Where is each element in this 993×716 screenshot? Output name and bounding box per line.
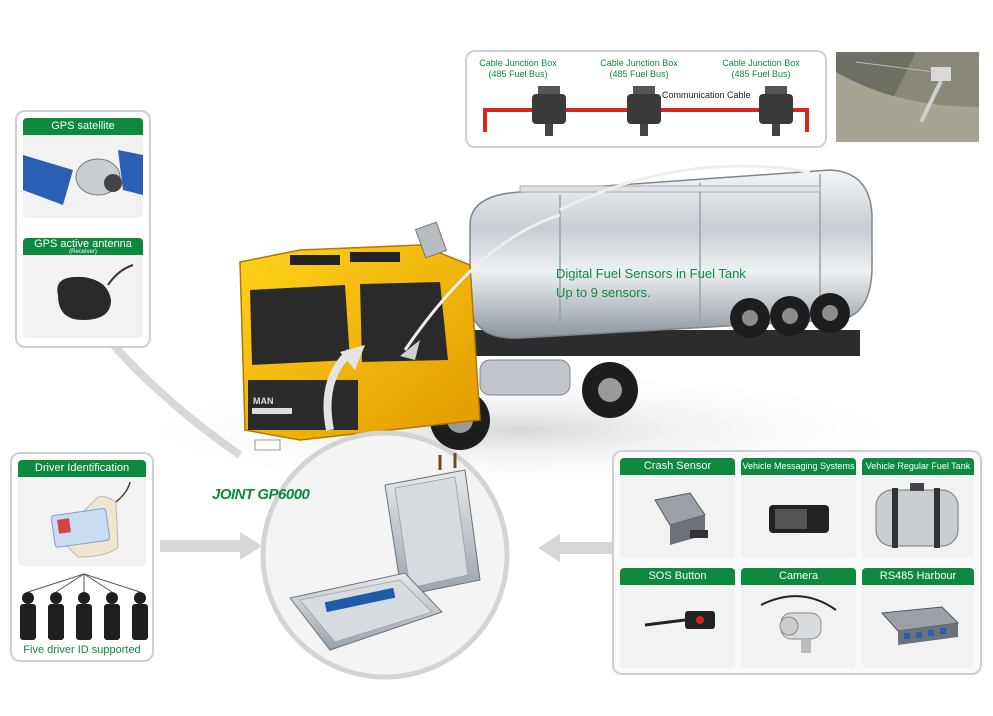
driver-id-cell: Driver Identification — [18, 460, 146, 566]
gp6000-device — [289, 453, 481, 651]
accessory-label-rs485-harbour: RS485 Harbour — [862, 568, 974, 585]
driver-identification-label: Driver Identification — [18, 460, 146, 477]
accessory-label-camera: Camera — [741, 568, 856, 585]
driver-person-icon-2 — [48, 592, 64, 640]
gps-panel: GPS satellite GPS active antenna (Receiv… — [15, 110, 151, 348]
fuel-sensor-text: Digital Fuel Sensors in Fuel Tank Up to … — [556, 264, 746, 302]
driver-person-icon-4 — [104, 592, 120, 640]
junction-box-icon-1 — [532, 86, 566, 136]
junction-box-icon-3 — [759, 86, 793, 136]
driver-icons — [20, 573, 148, 640]
accessory-vehicle-messaging: Vehicle Messaging Systems — [741, 458, 856, 558]
gps-antenna-sub: (Receiver) — [69, 249, 97, 255]
fuel-tank — [469, 169, 873, 339]
cable-diagram — [483, 86, 809, 136]
junction-box-label-3: Cable Junction Box (485 Fuel Bus) — [722, 58, 800, 79]
accessory-label-vehicle-messaging: Vehicle Messaging Systems — [741, 458, 856, 475]
fuel-tank-icon — [875, 483, 959, 548]
junction-box-icon-2 — [627, 86, 661, 136]
driver-identification-panel: Driver Identification Five driver ID sup… — [10, 452, 154, 662]
accessory-camera: Camera — [741, 568, 856, 668]
fuel-sensor-line-1: Digital Fuel Sensors in Fuel Tank — [556, 266, 746, 281]
gps-antenna-label: GPS active antenna — [34, 238, 132, 250]
in-tank-sensor-photo — [836, 52, 979, 142]
camera-icon — [760, 595, 837, 653]
accessory-fuel-tank: Vehicle Regular Fuel Tank — [862, 458, 974, 558]
messaging-terminal-icon — [769, 505, 829, 533]
truck-badge: MAN — [253, 396, 274, 406]
sos-button-icon — [644, 611, 715, 629]
accessory-label-sos-button: SOS Button — [620, 568, 735, 585]
rs485-harbour-icon — [880, 606, 960, 645]
driver-person-icon-3 — [76, 592, 92, 640]
arrow-tank-loop — [559, 164, 811, 212]
junction-box-label-1: Cable Junction Box (485 Fuel Bus) — [479, 58, 557, 79]
accessory-label-fuel-tank: Vehicle Regular Fuel Tank — [862, 458, 974, 475]
gps-satellite-cell: GPS satellite — [23, 118, 143, 218]
antenna-icon — [57, 264, 134, 320]
arrow-to-sensor — [403, 213, 561, 351]
truck: MAN — [239, 169, 873, 451]
satellite-icon — [23, 150, 143, 205]
arrow-to-cab — [323, 349, 353, 431]
junction-box-label-2: Cable Junction Box (485 Fuel Bus) — [600, 58, 678, 79]
gps-satellite-label: GPS satellite — [23, 118, 143, 135]
cable-junction-panel: Cable Junction Box (485 Fuel Bus) Cable … — [465, 50, 827, 148]
communication-cable-label: Communication Cable — [662, 90, 751, 100]
fuel-sensor-line-2: Up to 9 sensors. — [556, 285, 651, 300]
driver-person-icon-1 — [20, 592, 36, 640]
accessory-label-crash-sensor: Crash Sensor — [620, 458, 735, 475]
gps-antenna-cell: GPS active antenna (Receiver) — [23, 238, 143, 338]
device-label: JOINT GP6000 — [212, 486, 310, 503]
crash-sensor-icon — [654, 492, 708, 545]
accessories-panel: Crash Sensor Vehicle Messaging Systems V… — [612, 450, 982, 675]
arrow-driver-to-device — [160, 532, 262, 560]
accessory-sos-button: SOS Button — [620, 568, 735, 668]
driver-person-icon-5 — [132, 592, 148, 640]
accessory-crash-sensor: Crash Sensor — [620, 458, 735, 558]
id-reader-icon — [50, 481, 131, 558]
five-driver-label: Five driver ID supported — [23, 644, 141, 656]
arrow-accessories-to-device — [538, 534, 612, 562]
accessory-rs485-harbour: RS485 Harbour — [862, 568, 974, 668]
